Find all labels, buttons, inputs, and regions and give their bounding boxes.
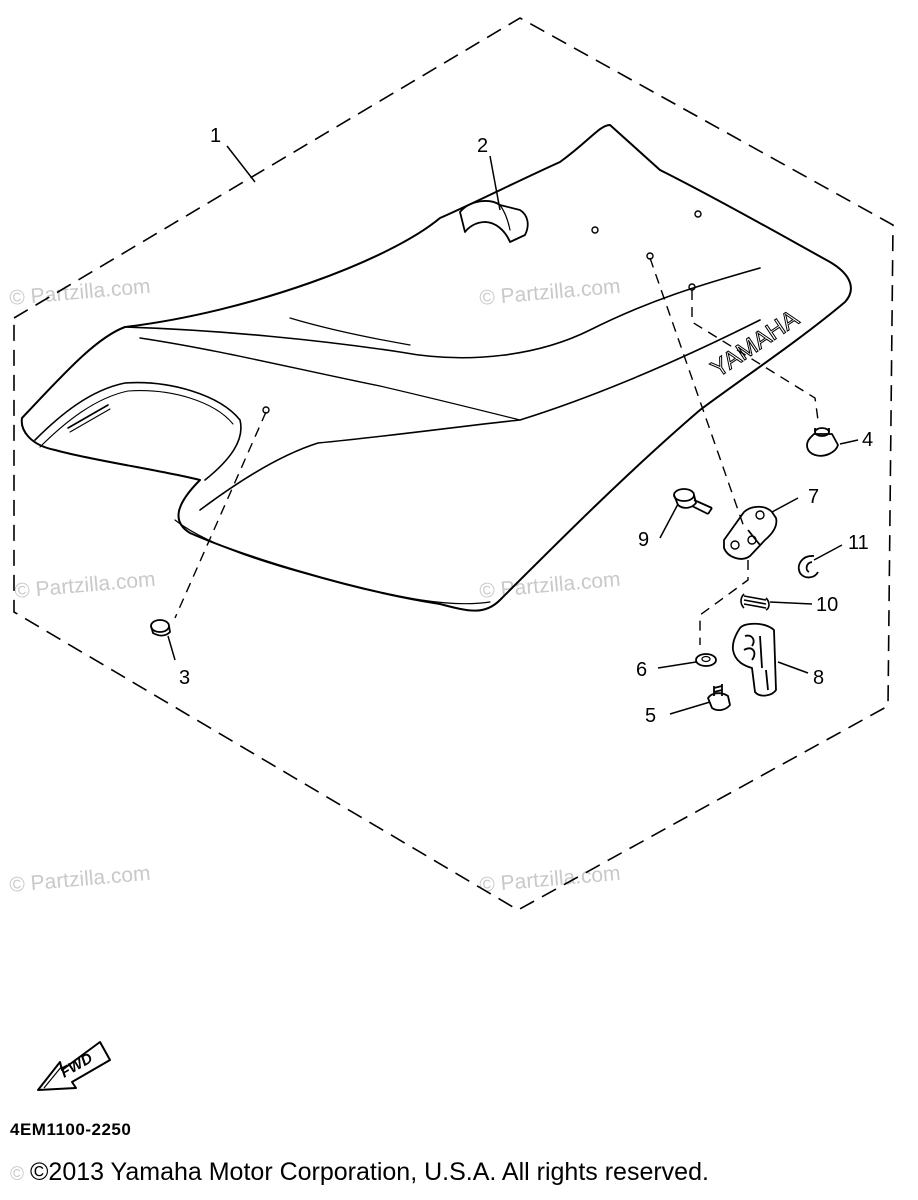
diagram-code: 4EM1100-2250 <box>10 1120 132 1139</box>
callout-9: 9 <box>638 529 649 551</box>
watermark-5: © Partzilla.com <box>8 862 151 897</box>
callout-5: 5 <box>645 705 656 727</box>
pin-icon <box>673 488 713 515</box>
clip-icon <box>797 555 819 579</box>
watermark-4: © Partzilla.com <box>478 568 621 603</box>
callouts: 1 2 3 4 5 6 7 8 9 10 11 <box>179 125 873 727</box>
mounting-leaders <box>174 257 819 645</box>
watermarks: © Partzilla.com © Partzilla.com © Partzi… <box>8 0 621 897</box>
callout-3: 3 <box>179 667 190 689</box>
copyright-watermark-prefix: © <box>10 1164 24 1185</box>
watermark-3: © Partzilla.com <box>13 568 156 603</box>
callout-leaders <box>167 145 859 715</box>
callout-7: 7 <box>808 486 819 508</box>
washer-icon <box>695 653 717 667</box>
watermark-1: © Partzilla.com <box>8 275 151 310</box>
watermark-2: © Partzilla.com <box>478 275 621 310</box>
grommet-icon <box>150 619 171 637</box>
bracket-icon <box>723 505 778 560</box>
fwd-label: FWD <box>58 1050 96 1082</box>
damper-icon <box>806 427 839 457</box>
bolt-icon <box>707 684 731 712</box>
callout-6: 6 <box>636 659 647 681</box>
watermark-7: © Partzilla.com <box>8 0 151 5</box>
callout-11: 11 <box>848 532 869 554</box>
callout-8: 8 <box>813 667 824 689</box>
watermark-8: © Partzilla.com <box>478 0 621 5</box>
seat-icon <box>20 124 852 612</box>
fwd-arrow-icon: FWD <box>37 1041 111 1091</box>
callout-10: 10 <box>816 594 838 616</box>
lock-hook-icon <box>731 622 777 697</box>
callout-1: 1 <box>210 125 221 147</box>
hardware-parts <box>150 427 839 712</box>
callout-4: 4 <box>862 429 873 451</box>
copyright-footer: © ©2013 Yamaha Motor Corporation, U.S.A. … <box>10 1158 709 1187</box>
assembly-boundary <box>13 17 894 911</box>
spring-icon <box>740 593 770 611</box>
copyright-text: ©2013 Yamaha Motor Corporation, U.S.A. A… <box>30 1158 709 1186</box>
callout-2: 2 <box>477 135 488 157</box>
